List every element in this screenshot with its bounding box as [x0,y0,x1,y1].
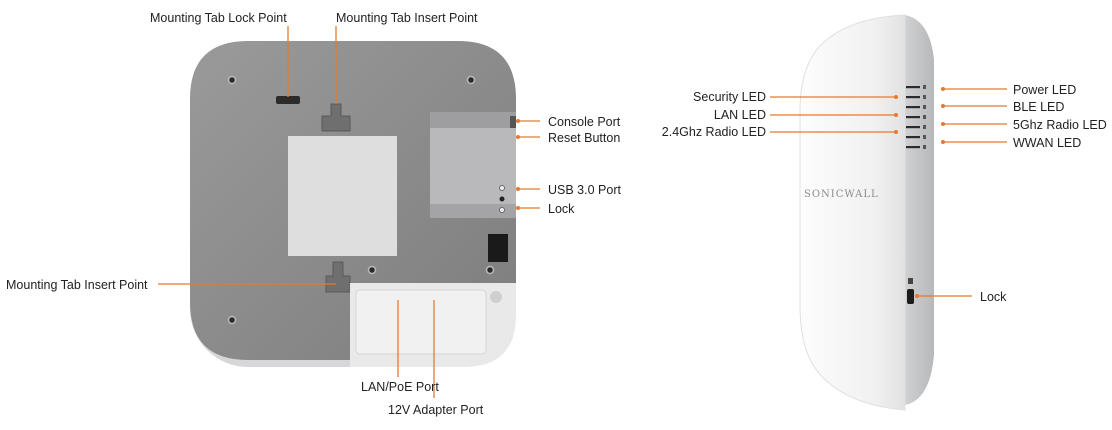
led-slots [906,86,920,149]
label-5ghz-radio-led: 5Ghz Radio LED [1013,118,1107,132]
side-view-device [799,14,934,411]
label-mounting-tab-insert-point-left: Mounting Tab Insert Point [6,278,148,292]
serial-sticker [488,234,508,262]
label-side-lock: Lock [980,290,1007,304]
label-back-lock: Lock [548,202,575,216]
label-usb-port: USB 3.0 Port [548,183,621,197]
side-lock-slot [907,289,914,304]
back-view-device [190,41,516,367]
product-label-area [288,136,397,256]
label-console-port: Console Port [548,115,621,129]
console-port [510,116,516,128]
mounting-tab-lock-slot [276,96,300,104]
label-ble-led: BLE LED [1013,100,1065,114]
label-reset-button: Reset Button [548,131,621,145]
sonicwall-logo: SONICWALL [804,189,879,200]
label-mounting-tab-insert-point-top: Mounting Tab Insert Point [336,11,478,25]
label-mounting-tab-lock-point: Mounting Tab Lock Point [150,11,287,25]
usb-indicator [499,185,505,191]
port-cover [355,289,487,355]
mounting-tab-insert-top [321,103,351,132]
cover-screw [490,291,502,303]
label-24ghz-radio-led: 2.4Ghz Radio LED [661,125,766,139]
label-wwan-led: WWAN LED [1013,136,1082,150]
label-power-led: Power LED [1013,83,1077,97]
screws [227,75,495,325]
side-face [799,14,906,411]
lock-hole [499,207,505,213]
label-lan-poe-port: LAN/PoE Port [361,380,439,394]
lock-icon [908,278,913,284]
usb-port-dot [499,196,505,202]
label-security-led: Security LED [693,90,766,104]
label-lan-led: LAN LED [713,108,766,122]
port-shelf [430,112,516,218]
leader-lines [158,26,1007,398]
led-icons [923,85,926,149]
label-adapter-port: 12V Adapter Port [388,403,484,417]
